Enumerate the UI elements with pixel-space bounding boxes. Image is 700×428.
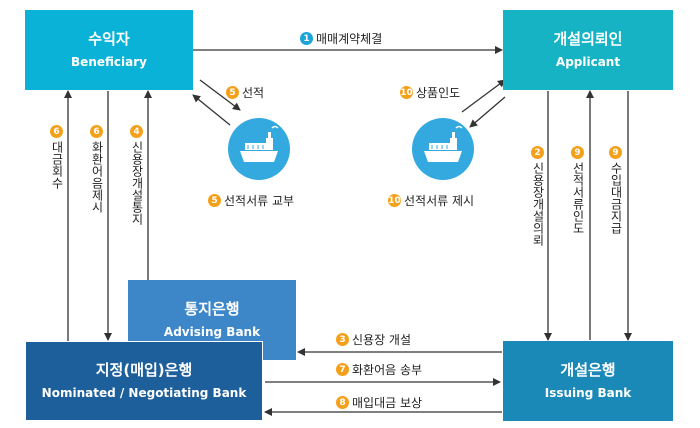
arrow-docs-to-beneficiary — [192, 94, 231, 126]
step-reimbursement-label: 8 매입대금 보상 — [336, 394, 422, 411]
beneficiary-ko: 수익자 — [88, 30, 130, 48]
step-badge: 9 — [609, 146, 622, 159]
step-docs-release-label: 9 선적서류인도 — [571, 146, 585, 234]
step-badge: 9 — [571, 146, 584, 159]
step-contract-label: 1 매매계약체결 — [300, 30, 382, 47]
nominated-bank-box: 지정(매입)은행 Nominated / Negotiating Bank — [25, 341, 263, 421]
step-text: 신용장개설통지 — [130, 141, 144, 225]
step-text: 화환어음 송부 — [352, 363, 423, 377]
step-badge: 6 — [50, 125, 63, 138]
step-goods-delivery-label: 10 상품인도 — [400, 84, 460, 101]
step-text: 화환어음제시 — [90, 141, 104, 213]
step-text: 상품인도 — [416, 86, 461, 100]
cargo-ship-icon — [412, 118, 474, 180]
arrow-goods-delivery — [461, 79, 506, 113]
step-badge: 5 — [208, 194, 221, 207]
step-badge: 10 — [400, 86, 413, 99]
step-bill-present-label: 6 화환어음제시 — [90, 125, 104, 213]
beneficiary-box: 수익자 Beneficiary — [25, 10, 193, 90]
step-badge: 8 — [336, 396, 349, 409]
step-text: 매입대금 보상 — [352, 396, 423, 410]
step-badge: 1 — [300, 32, 313, 45]
step-text: 선적서류 제시 — [404, 194, 475, 208]
cargo-ship-icon — [228, 118, 290, 180]
step-badge: 4 — [130, 125, 143, 138]
applicant-ko: 개설의뢰인 — [553, 30, 623, 48]
step-lc-issue-label: 3 신용장 개설 — [336, 331, 411, 348]
step-text: 신용장개설의뢰 — [531, 162, 545, 246]
step-badge: 2 — [531, 146, 544, 159]
issuing-ko: 개설은행 — [560, 361, 616, 379]
step-import-payment-label: 9 수입대금지급 — [609, 146, 623, 234]
step-lc-notice-label: 4 신용장개설통지 — [130, 125, 144, 225]
arrow-docs-to-ship — [469, 96, 506, 128]
step-shipment-label: 5 선적 — [226, 84, 264, 101]
step-payment-label: 6 대금회수 — [50, 125, 64, 189]
advising-ko: 통지은행 — [184, 300, 240, 318]
step-badge: 3 — [336, 333, 349, 346]
step-badge: 6 — [90, 125, 103, 138]
step-text: 선적 — [242, 86, 265, 100]
step-badge: 5 — [226, 86, 239, 99]
step-text: 수입대금지급 — [609, 162, 623, 234]
step-text: 선적서류인도 — [571, 162, 585, 234]
step-ship-docs-delivery-label: 5 선적서류 교부 — [208, 192, 294, 209]
nominated-ko: 지정(매입)은행 — [95, 361, 193, 379]
step-badge: 7 — [336, 363, 349, 376]
beneficiary-en: Beneficiary — [71, 55, 147, 69]
issuing-en: Issuing Bank — [544, 386, 632, 400]
step-text: 대금회수 — [50, 141, 64, 189]
step-badge: 10 — [388, 194, 401, 207]
applicant-en: Applicant — [555, 55, 621, 69]
nominated-en: Nominated / Negotiating Bank — [41, 386, 247, 400]
step-text: 매매계약체결 — [316, 32, 383, 46]
arrow-shipment — [199, 79, 241, 111]
step-text: 신용장 개설 — [352, 333, 412, 347]
applicant-box: 개설의뢰인 Applicant — [503, 10, 673, 90]
step-bill-send-label: 7 화환어음 송부 — [336, 361, 422, 378]
step-text: 선적서류 교부 — [224, 194, 295, 208]
issuing-bank-box: 개설은행 Issuing Bank — [503, 341, 673, 421]
step-ship-docs-present-label: 10 선적서류 제시 — [388, 192, 474, 209]
advising-en: Advising Bank — [163, 325, 261, 339]
step-lc-application-label: 2 신용장개설의뢰 — [531, 146, 545, 246]
